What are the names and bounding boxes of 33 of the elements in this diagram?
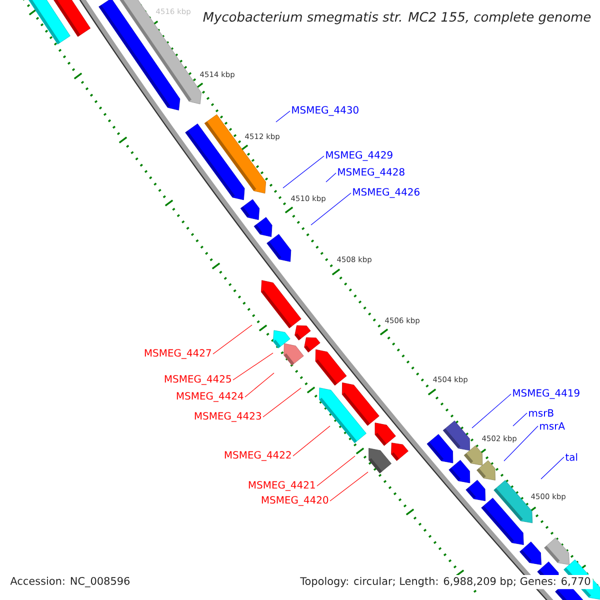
leader-line bbox=[276, 110, 290, 122]
gene-label: MSMEG_4430 bbox=[292, 106, 358, 116]
gene-label: msrA bbox=[540, 422, 565, 430]
leader-line bbox=[262, 388, 302, 418]
gene-label: msrB bbox=[529, 409, 554, 417]
gene-label: MSMEG_4425 bbox=[164, 375, 231, 385]
leader-line bbox=[232, 352, 274, 380]
leader-line bbox=[310, 192, 352, 226]
gene-label: MSMEG_4422 bbox=[224, 451, 291, 461]
leader-line bbox=[540, 456, 564, 480]
leader-line bbox=[282, 156, 324, 188]
gene-label: MSMEG_4428 bbox=[338, 168, 404, 178]
gene-label: MSMEG_4424 bbox=[176, 392, 244, 402]
info-text: Accession: NC_008596 bbox=[9, 576, 132, 588]
leader-line bbox=[512, 412, 528, 426]
gene-label: MSMEG_4429 bbox=[326, 151, 392, 161]
leader-line bbox=[212, 324, 252, 354]
leader-line bbox=[472, 394, 512, 428]
info-text: Topology: circular; Length: 6,988,209 bp; Genes: 6,770 bbox=[298, 574, 593, 590]
leader-line bbox=[316, 456, 356, 486]
gene-label: MSMEG_4420 bbox=[262, 496, 328, 506]
leader-line bbox=[292, 426, 330, 456]
title: Mycobacterium smegmatis str. MC2 155, complete genome bbox=[200, 10, 594, 26]
leader-line bbox=[326, 172, 336, 182]
leader-line bbox=[330, 472, 368, 502]
gene-label: MSMEG_4421 bbox=[248, 481, 315, 491]
gene-label: tal bbox=[565, 453, 578, 461]
leader-line bbox=[244, 372, 274, 398]
gene-label: MSMEG_4419 bbox=[513, 389, 580, 399]
leader-line bbox=[504, 426, 538, 462]
gene-label: MSMEG_4427 bbox=[144, 349, 211, 359]
gene-label: MSMEG_4423 bbox=[194, 412, 262, 422]
gene-label: MSMEG_4426 bbox=[353, 188, 420, 198]
